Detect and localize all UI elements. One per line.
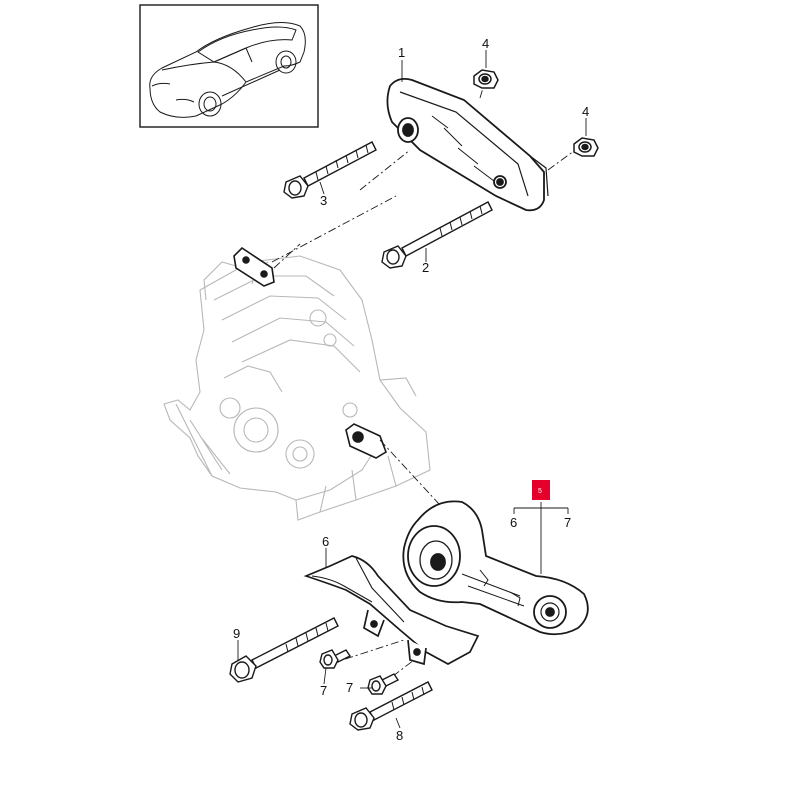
callout-8[interactable]: 8 (396, 728, 403, 743)
callout-1[interactable]: 1 (398, 45, 405, 60)
callout-5-highlight[interactable]: 5 (532, 480, 550, 500)
bolt-7-upper (319, 649, 352, 669)
callout-4-right[interactable]: 4 (582, 104, 589, 119)
engine-illustration (163, 255, 431, 521)
bolt-7-lower (367, 673, 400, 695)
engine-top-bracket (233, 246, 275, 287)
group-label-right[interactable]: 7 (564, 515, 571, 530)
bolt-2 (381, 201, 493, 269)
nut-right (573, 137, 599, 157)
callout-4-upper[interactable]: 4 (482, 36, 489, 51)
upper-torque-strut (386, 77, 549, 212)
callout-2[interactable]: 2 (422, 260, 429, 275)
vehicle-thumbnail (139, 4, 319, 128)
car-icon (149, 22, 306, 118)
engine-lower-mount-boss (345, 423, 387, 459)
callout-3[interactable]: 3 (320, 193, 327, 208)
nut-upper (473, 69, 499, 89)
callout-9[interactable]: 9 (233, 626, 240, 641)
callout-7-lower[interactable]: 7 (346, 680, 353, 695)
bolt-8 (349, 681, 433, 731)
callout-6[interactable]: 6 (322, 534, 329, 549)
callout-5[interactable]: 5 (538, 488, 542, 495)
callout-7-upper[interactable]: 7 (320, 683, 327, 698)
bolt-3 (283, 141, 377, 199)
bolt-9 (229, 617, 339, 683)
group-label-left[interactable]: 6 (510, 515, 517, 530)
mounting-bracket (303, 555, 480, 666)
lower-torque-strut (402, 500, 589, 636)
callout-leaders (237, 50, 587, 729)
highlight-box (532, 480, 550, 500)
